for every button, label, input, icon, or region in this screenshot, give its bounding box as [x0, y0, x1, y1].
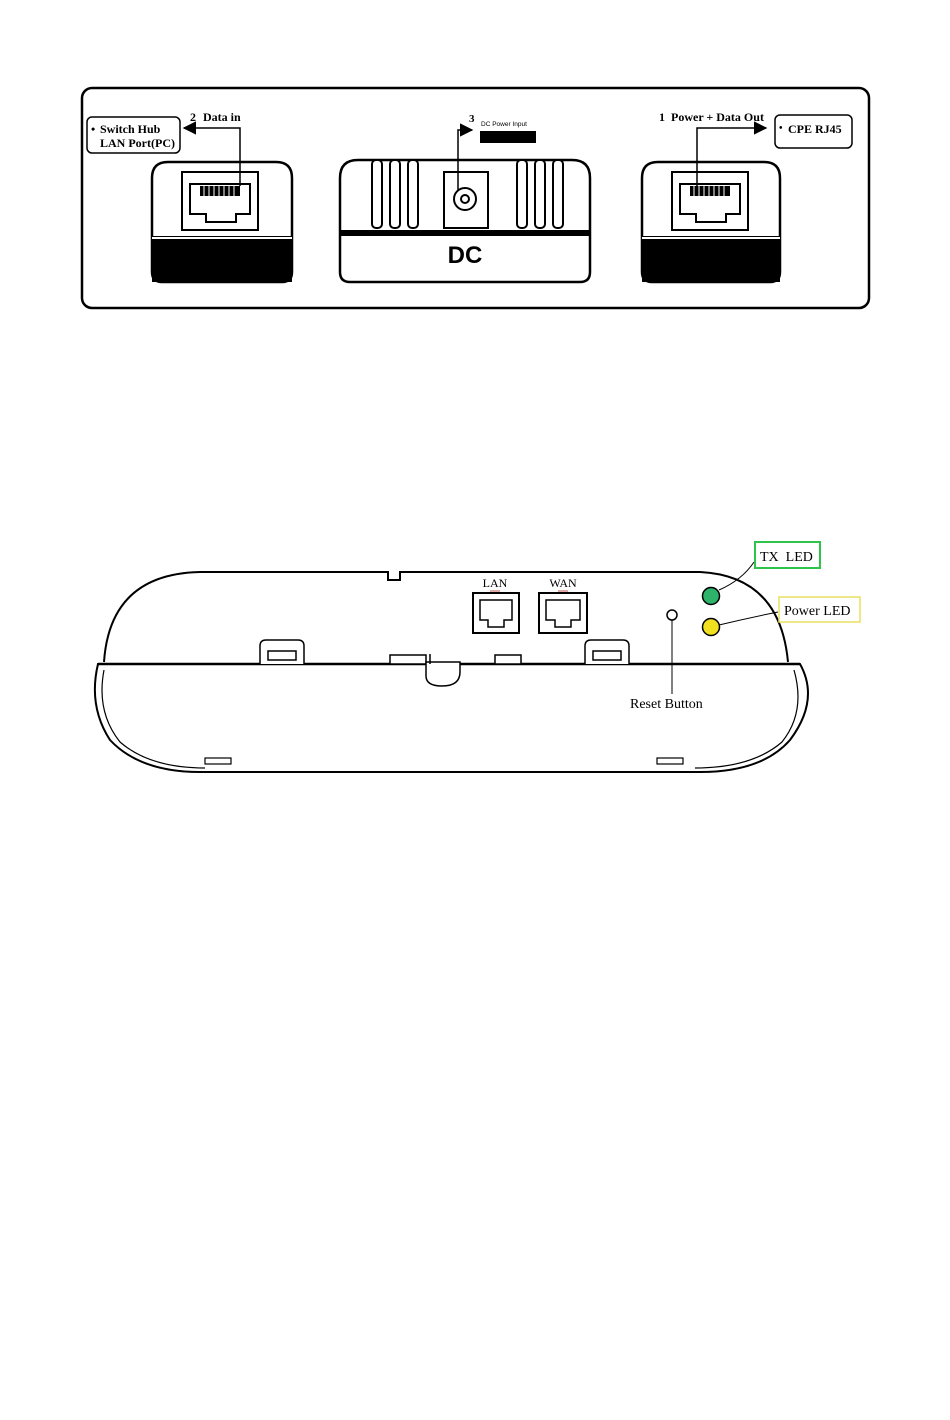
reset-button-label: Reset Button [630, 697, 703, 712]
dc-input-bar [480, 131, 536, 143]
power-data-out-number: 1 [659, 110, 665, 124]
cpe-device-diagram: LAN WAN Reset Button TX LED Power LED [95, 542, 860, 772]
poe-injector-diagram: DC • Switch Hub LAN Port(PC) 2 Data in [82, 88, 869, 308]
data-in-label: Data in [203, 110, 241, 124]
lan-label: LAN [483, 576, 508, 590]
switch-hub-line2: LAN Port(PC) [100, 136, 175, 150]
right-rj45-module [642, 162, 780, 282]
svg-text:•: • [91, 122, 95, 136]
power-led [703, 619, 720, 636]
dc-input-label: DC Power Input [481, 121, 527, 128]
data-in-number: 2 [190, 110, 196, 124]
wan-label: WAN [549, 576, 577, 590]
center-dc-module: DC [340, 160, 590, 282]
left-rj45-module [152, 162, 292, 282]
dc-input-number: 3 [469, 113, 475, 125]
device-upper-shell [104, 572, 788, 662]
svg-text:•: • [779, 123, 783, 134]
power-data-out-label: Power + Data Out [671, 110, 764, 124]
dc-label: DC [448, 242, 483, 269]
power-led-label: Power LED [784, 604, 851, 619]
center-knob [426, 662, 460, 686]
tx-led [703, 588, 720, 605]
switch-hub-line1: Switch Hub [100, 122, 161, 136]
cpe-rj45-label: CPE RJ45 [788, 122, 842, 136]
reset-button [667, 610, 677, 620]
tx-led-label: TX LED [760, 550, 813, 565]
